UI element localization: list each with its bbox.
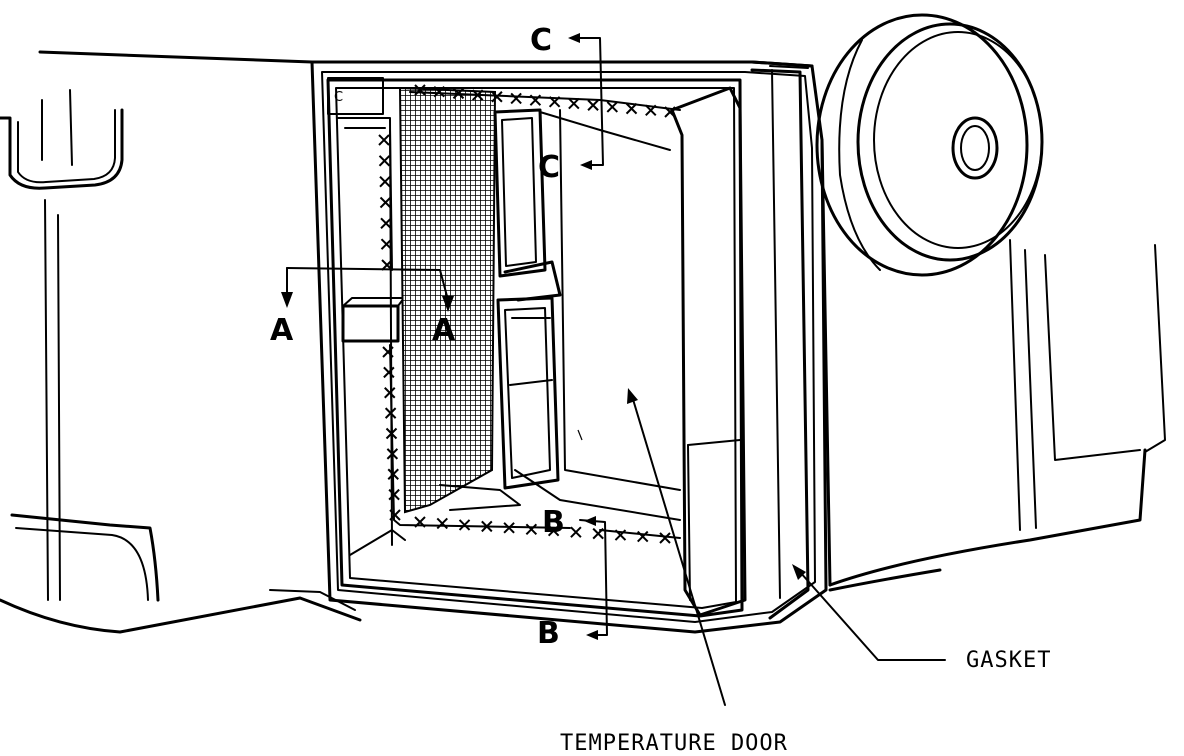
- x-seal-mark-icon: [379, 175, 391, 188]
- x-seal-mark-icon: [379, 196, 392, 209]
- case-opening-frame: [310, 60, 828, 634]
- x-seal-mark-icon: [458, 519, 471, 531]
- x-seal-mark-icon: [436, 517, 448, 530]
- x-seal-mark-icon: [380, 217, 392, 230]
- arrow-icon: [627, 388, 638, 404]
- gasket-label: GASKET: [966, 648, 1051, 673]
- x-seal-mark-icon: [606, 101, 619, 113]
- corner-c-label: C: [334, 90, 343, 105]
- motor-shaft: [951, 116, 999, 180]
- arrow-icon: [792, 564, 806, 580]
- x-seal-mark-icon: [433, 85, 445, 98]
- x-seal-mark-icon: [384, 387, 396, 399]
- arrow-icon: [584, 516, 596, 526]
- section-b-label-top: B: [542, 505, 565, 540]
- arrow-icon: [281, 292, 293, 308]
- temperature-door-assembly: [439, 86, 747, 617]
- section-line-b: B B: [537, 505, 608, 651]
- x-seal-mark-icon: [659, 532, 671, 544]
- x-seal-mark-icon: [491, 91, 503, 103]
- x-seal-mark-icon: [382, 346, 394, 358]
- arrow-icon: [568, 33, 580, 43]
- x-seal-mark-icon: [568, 97, 580, 110]
- left-housing: [0, 50, 362, 634]
- corner-c-tab: C: [327, 77, 384, 115]
- temperature-door-label: TEMPERATURE DOOR: [560, 731, 788, 756]
- x-seal-mark-icon: [510, 92, 522, 105]
- seal-marks: [378, 84, 681, 544]
- x-seal-mark-icon: [378, 155, 391, 167]
- x-seal-mark-icon: [389, 509, 401, 521]
- blower-motor: [815, 13, 1044, 277]
- section-b-label-bottom: B: [537, 616, 560, 651]
- gasket-strip: [750, 68, 810, 620]
- section-a-label-right: A: [432, 313, 456, 348]
- x-seal-mark-icon: [380, 238, 393, 250]
- x-seal-mark-icon: [587, 99, 599, 111]
- x-seal-mark-icon: [378, 134, 390, 146]
- section-line-a: A A: [270, 267, 456, 348]
- x-seal-mark-icon: [570, 526, 582, 538]
- section-c-label-lower: C: [538, 150, 560, 185]
- x-seal-mark-icon: [525, 523, 538, 535]
- section-a-label-left: A: [270, 313, 294, 348]
- section-line-c: C C: [530, 23, 604, 185]
- x-seal-mark-icon: [383, 366, 395, 379]
- gasket-callout: GASKET: [792, 564, 1051, 673]
- temperature-door-callout: TEMPERATURE DOOR: [560, 388, 788, 756]
- section-c-label-top: C: [530, 23, 552, 58]
